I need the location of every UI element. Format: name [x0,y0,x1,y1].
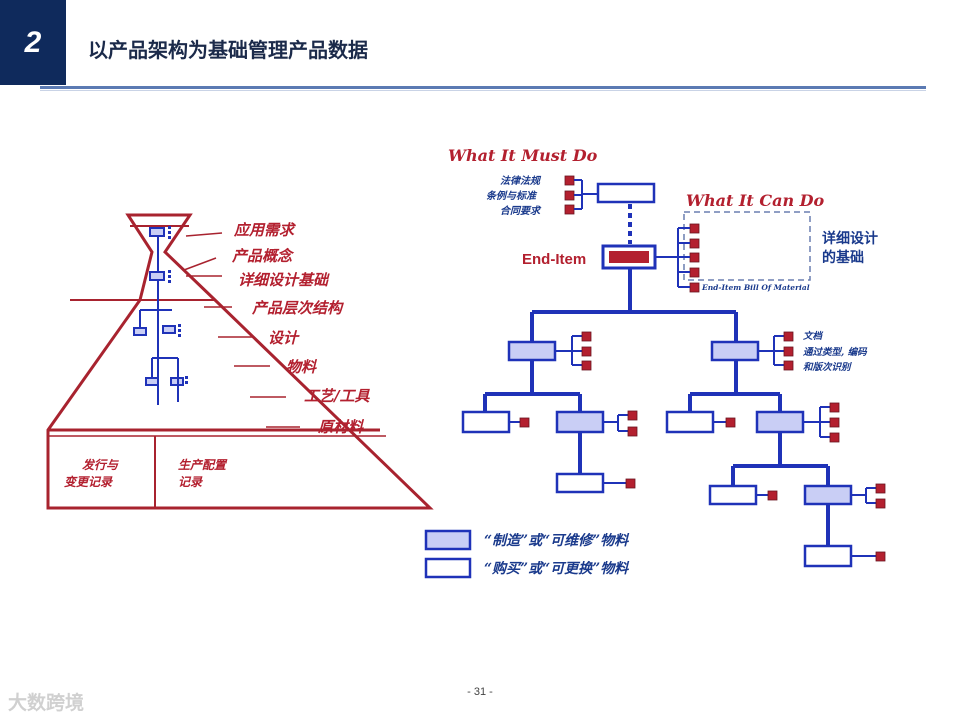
pyramid-label-hierarchy: 产品层次结构 [251,299,344,317]
pyramid-label-concept: 产品概念 [231,247,295,265]
header-divider-thin [40,90,926,91]
pyramid-mini-leaves [168,226,188,384]
node-maker [555,410,605,434]
node-maker [507,340,557,362]
node-maker [710,340,760,362]
pyramid-diagram: 应用需求 产品概念 详细设计基础 产品层次结构 设计 物料 工艺/工具 原材料 … [46,213,434,510]
pyramid-label-raw-material: 原材料 [317,418,365,436]
tree-leaf-connectors [508,335,876,557]
node-buy [803,544,853,568]
tree-document-markers [519,331,886,562]
legend-swatch-buy [424,557,472,579]
pyramid-bottom-right-line2: 记录 [178,475,203,489]
tree-connectors [483,268,830,546]
pyramid-mini-tree [133,227,184,405]
pyramid-bottom-left-line1: 发行与 [82,458,119,472]
can-do-note-line1: 详细设计 [822,230,878,247]
node-buy [665,410,715,434]
page-title: 以产品架构为基础管理产品数据 [88,38,368,62]
must-do-item-laws: 法律法规 [500,175,542,187]
must-do-item-standards: 条例与标准 [486,190,538,202]
side-note-revision: 和版次识别 [803,361,852,373]
pyramid-leader-lines [183,232,300,428]
page-number: - 31 - [467,686,493,698]
node-buy [461,410,511,434]
node-maker [755,410,805,434]
pyramid-bottom-left-line2: 变更记录 [64,475,113,489]
pyramid-label-design: 设计 [268,329,300,347]
node-maker [803,484,853,506]
side-note-docs: 文档 [803,330,824,342]
pyramid-label-process-tooling: 工艺/工具 [304,387,370,405]
must-do-item-contract: 合同要求 [500,205,542,217]
bom-label: End-Item Bill Of Material [701,283,810,292]
legend-label-maker: “制造”或“可维修”物料 [484,532,630,549]
tree-nodes [461,340,853,568]
side-note-type-code: 通过类型, 编码 [803,346,868,358]
end-item-core [609,251,649,263]
header-divider [40,86,926,89]
can-do-title: What It Can Do [686,191,825,210]
pyramid-outline [46,213,434,510]
can-do-note-line2: 的基础 [822,249,864,266]
watermark-logo: 大数跨境 [8,692,85,714]
legend-swatch-maker [424,529,472,551]
node-buy [555,472,605,494]
legend-label-buy: “购买”或“可更换”物料 [484,560,630,577]
section-number: 2 [0,0,66,85]
tree-legend: “制造”或“可维修”物料 “购买”或“可更换”物料 [424,529,630,579]
must-do-box [596,182,656,204]
pyramid-label-material: 物料 [286,358,318,376]
can-do-dashed-box [683,211,811,281]
product-structure-tree: What It Must Do 法律法规 条例与标准 合同要求 What It … [424,146,886,579]
pyramid-bottom-right-line1: 生产配置 [178,458,228,472]
pyramid-label-design-basis: 详细设计基础 [238,271,330,289]
node-buy [708,484,758,506]
end-item-label: End-Item [522,251,586,268]
must-do-title: What It Must Do [448,146,598,165]
pyramid-label-requirements: 应用需求 [233,221,296,239]
